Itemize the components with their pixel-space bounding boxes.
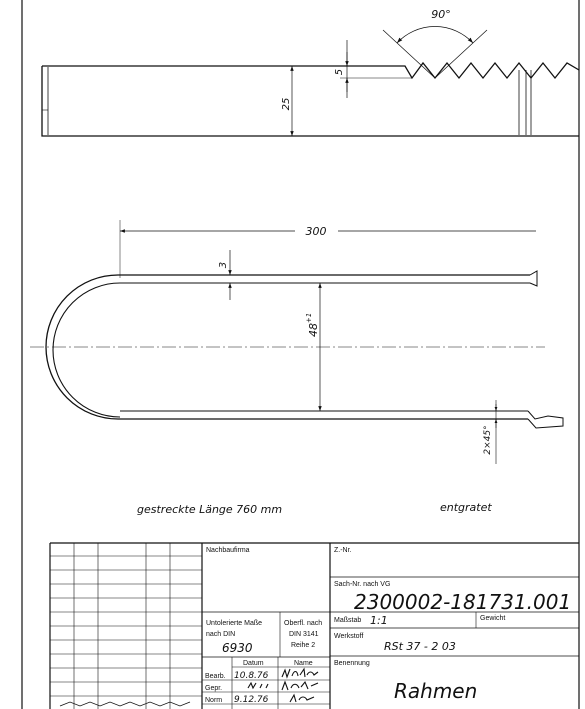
angle-label: 90° [431,8,451,21]
bottom-leg-end [527,410,564,429]
deburred-note: entgratet [440,501,492,514]
length-label: 300 [306,225,327,238]
inner-height-label: 48 [307,323,320,337]
part-number-label: Sach-Nr. nach VG [334,581,390,588]
title-block: Nachbaufirma Z.-Nr. Sach-Nr. nach VG 230… [49,542,579,709]
signature-1 [281,667,319,679]
surface-label-3: Reihe 2 [291,642,315,649]
surface-label-1: Oberfl. nach [284,620,322,627]
top-view: 90° 5 25 [41,8,580,137]
inner-height-tolerance: +1 [305,313,313,323]
part-number-value: 2300002-181731.001 [354,590,571,614]
top-leg-end [529,270,538,287]
untoleranced-label-1: Untolerierte Maße [206,620,262,627]
scale-value: 1:1 [370,614,388,627]
untoleranced-label-2: nach DIN [206,631,235,638]
width-label: 25 [281,98,292,111]
angle-leg-right [434,29,488,79]
designation-label: Benennung [334,660,370,667]
din-number: 6930 [222,641,253,655]
designation-value: Rahmen [394,679,477,703]
angle-arc [396,26,474,44]
approval-row-3-date: 9.12.76 [234,695,269,705]
weight-label: Gewicht [480,615,505,622]
scale-label: Maßstab [334,617,361,624]
reproduced-from-label: Nachbaufirma [206,547,250,554]
signature-2 [281,680,319,691]
approval-row-3-label: Norm [205,697,222,704]
approval-row-1-label: Bearb. [205,673,226,680]
u-shape-inner [52,282,530,418]
chamfer-label: 2×45° [483,425,493,454]
approval-row-1-date: 10.8.76 [234,671,269,681]
stretched-length-note: gestreckte Länge 760 mm [137,503,282,516]
surface-label-2: DIN 3141 [289,631,319,638]
tooth-height-label: 5 [334,69,345,75]
angle-leg-left [382,29,436,79]
material-label: Werkstoff [334,633,363,640]
signature-3 [289,693,315,703]
revision-scribble [59,701,191,707]
revision-table [50,543,202,709]
u-shape-outer [45,274,530,420]
approval-row-2-label: Gepr. [205,685,222,692]
initials-2 [247,681,269,690]
front-view: 300 3 48 +1 2×45° [30,220,564,464]
strip-outline [41,61,580,137]
material-value: RSt 37 - 2 03 [384,640,456,653]
date-header: Datum [243,660,264,667]
name-header: Name [294,660,313,667]
z-number-label: Z.-Nr. [334,547,352,554]
thickness-label: 3 [218,262,229,268]
